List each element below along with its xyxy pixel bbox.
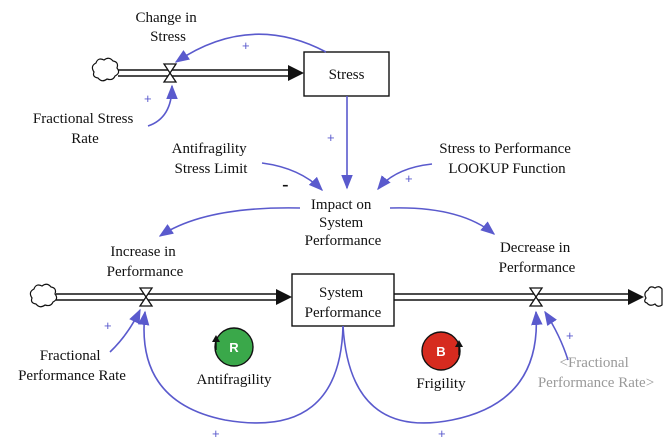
variable-antifragility-stress-limit[interactable]: Antifragility Stress Limit bbox=[172, 141, 251, 177]
variable-impact-on-system-performance[interactable]: Impact on System Performance bbox=[305, 197, 382, 249]
pipe-increase-in-performance bbox=[56, 289, 292, 305]
polarity-plus: + bbox=[104, 318, 112, 333]
polarity-plus: + bbox=[144, 91, 152, 106]
polarity-plus: + bbox=[327, 130, 335, 145]
polarity-plus: + bbox=[566, 328, 574, 343]
variable-fractional-performance-rate-shadow[interactable]: <Fractional Performance Rate> bbox=[538, 355, 654, 391]
link-performance-to-increase bbox=[137, 310, 344, 424]
polarity-plus: + bbox=[212, 426, 220, 441]
variable-fractional-stress-rate[interactable]: Fractional Stress Rate bbox=[33, 111, 137, 147]
pipe-decrease-in-performance bbox=[394, 289, 644, 305]
polarity-minus: - bbox=[282, 174, 289, 196]
cloud-icon-performance-sink bbox=[644, 286, 663, 307]
link-fractional-rate-to-increase bbox=[109, 308, 141, 353]
loop-reinforcing: R Antifragility bbox=[197, 327, 272, 388]
link-impact-to-increase bbox=[158, 207, 301, 237]
loop-balancing-badge bbox=[421, 331, 461, 371]
loop-balancing-name: Frigility bbox=[416, 376, 466, 392]
loop-balancing-letter: B bbox=[436, 344, 445, 359]
stock-system-performance-label: System Performance bbox=[305, 285, 382, 321]
cloud-icon-stress-source bbox=[91, 57, 120, 82]
polarity-plus: + bbox=[242, 38, 250, 53]
valve-icon-increase-in-performance[interactable] bbox=[138, 287, 154, 307]
loop-reinforcing-badge bbox=[214, 327, 254, 367]
link-stress-to-change-in-stress bbox=[174, 33, 327, 63]
link-lookup-to-impact bbox=[377, 163, 433, 191]
stock-system-performance[interactable]: System Performance bbox=[291, 273, 395, 327]
pipe-change-in-stress bbox=[118, 65, 304, 81]
cloud-icon-performance-source bbox=[29, 283, 58, 308]
loop-balancing: B Frigility bbox=[416, 331, 466, 392]
flow-increase-in-performance-label: Increase in Performance bbox=[107, 244, 184, 280]
flow-decrease-in-performance-label: Decrease in Performance bbox=[499, 240, 576, 276]
link-antifragility-limit-to-impact bbox=[261, 162, 324, 192]
valve-icon-change-in-stress[interactable] bbox=[162, 63, 178, 83]
link-performance-to-decrease bbox=[342, 310, 543, 424]
link-fractional-stress-rate-to-change-in-stress bbox=[147, 84, 178, 127]
variable-stress-to-performance-lookup[interactable]: Stress to Performance LOOKUP Function bbox=[439, 141, 574, 177]
variable-fractional-performance-rate[interactable]: Fractional Performance Rate bbox=[18, 348, 126, 384]
flow-change-in-stress-label: Change in Stress bbox=[136, 10, 201, 45]
stock-stress-label: Stress bbox=[329, 67, 365, 83]
loop-reinforcing-letter: R bbox=[229, 340, 239, 355]
link-impact-to-decrease bbox=[389, 207, 496, 235]
valve-icon-decrease-in-performance[interactable] bbox=[528, 287, 544, 307]
stock-stress[interactable]: Stress bbox=[303, 51, 390, 97]
polarity-plus: + bbox=[438, 426, 446, 441]
link-shadow-rate-to-decrease bbox=[544, 310, 569, 361]
loop-reinforcing-name: Antifragility bbox=[197, 372, 272, 388]
polarity-plus: + bbox=[405, 171, 413, 186]
